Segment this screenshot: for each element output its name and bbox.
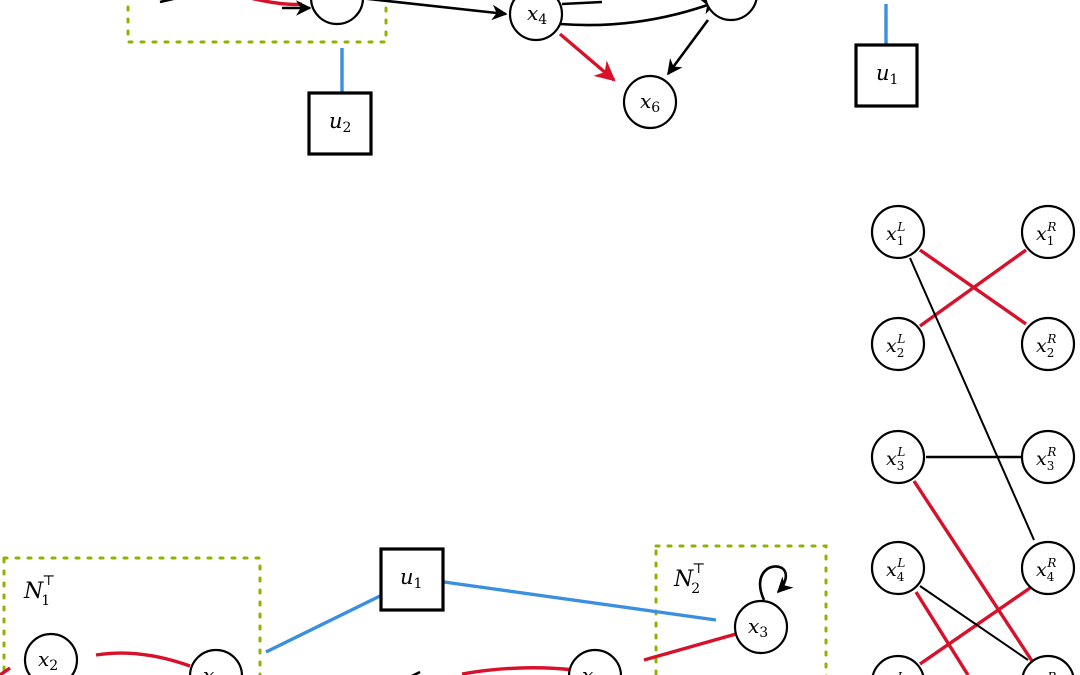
- bottom-node-x5: [567, 648, 623, 675]
- bottom-black-edge-offscreen: [411, 670, 421, 675]
- bottom-red-edge-x1-x2: [95, 651, 191, 668]
- top-edge-to-x6: [666, 19, 710, 76]
- bottom-self-loop-x3: [758, 565, 794, 601]
- bottom-arrowhead-offscreen: [465, 671, 481, 675]
- top-red-edge-x4-x6: [558, 32, 616, 82]
- top-edge-x4-upper: [561, 0, 603, 6]
- bottom-arrowhead-x5: [619, 658, 649, 668]
- bottom-red-edge-x3-x5: [643, 632, 737, 662]
- bp-node-r5: [1021, 654, 1075, 675]
- label-bp-l4: x4L: [886, 556, 905, 584]
- label-top-x6: x6: [640, 89, 660, 116]
- box-label-n2: N2⊤: [673, 561, 705, 597]
- label-bp-r5: x5R: [1036, 670, 1056, 675]
- bp-node-r1: [1020, 204, 1076, 260]
- bp-edge-l4-offscreen: [914, 591, 970, 675]
- label-bp-l3: x3L: [886, 445, 905, 473]
- bp-edge-l2-r1: [919, 248, 1027, 328]
- bp-node-r3: [1020, 429, 1076, 485]
- box-label-n1: N1⊤: [23, 573, 55, 609]
- label-top-u2: u2: [329, 109, 351, 136]
- label-bp-l1: x1L: [886, 220, 905, 248]
- label-bp-l2: x2L: [886, 332, 905, 360]
- bp-edge-l4-r5: [919, 585, 1029, 661]
- label-top-x4: x4: [527, 1, 547, 28]
- top-red-edge-offscreen: [251, 0, 303, 7]
- bp-node-r4: [1020, 540, 1076, 596]
- label-bottom-x2: x2: [38, 647, 58, 674]
- label-bp-r2: x2R: [1036, 332, 1056, 360]
- bottom-red-edge-offscreen: [461, 666, 575, 675]
- top-node-partial-center: [309, 0, 365, 26]
- label-bottom-u1: u1: [400, 565, 422, 592]
- bottom-dotted-box-n1: [2, 556, 262, 675]
- top-graph: x4 x6 u2 u1: [126, 0, 919, 156]
- bottom-node-x1: [188, 648, 244, 675]
- top-edge-to-x4: [366, 0, 508, 21]
- bp-node-l2: [870, 316, 926, 372]
- bp-node-l5: [871, 654, 925, 675]
- bottom-arrowhead-x2: [77, 653, 109, 657]
- bp-edge-l3-r5: [912, 480, 1036, 665]
- bottom-node-u1: [379, 547, 445, 612]
- bottom-arrowhead-x3: [699, 617, 735, 623]
- label-bottom-x3: x3: [748, 614, 768, 641]
- label-bp-r4: x4R: [1036, 556, 1056, 584]
- label-bp-r3: x3R: [1036, 445, 1056, 473]
- bottom-arrowhead-x1: [247, 644, 281, 662]
- top-black-edge-offscreen: [159, 0, 175, 4]
- bp-edge-l5-r4: [919, 586, 1031, 666]
- label-top-u1: u1: [876, 61, 898, 88]
- bottom-node-x3: [733, 599, 789, 655]
- label-bp-l5: x5L: [886, 670, 905, 675]
- top-node-u2: [307, 91, 373, 156]
- top-node-partial-right: [704, 0, 758, 22]
- bottom-blue-edge-u1-x1: [265, 594, 381, 654]
- bp-node-l4: [870, 540, 926, 596]
- top-node-x6: [622, 74, 678, 130]
- bottom-red-edge-left: [0, 666, 11, 675]
- top-edge-x4-to-right: [559, 0, 718, 27]
- bottom-node-x2: [23, 632, 79, 675]
- bp-node-l1: [870, 204, 926, 260]
- top-node-u1: [854, 43, 919, 108]
- bipartite-graph: x1L x2L x3L x4L x5L x1R x2R x3R x4R x5R: [870, 204, 1076, 675]
- bp-edge-l1-r4: [909, 257, 1035, 541]
- bp-node-r2: [1020, 316, 1076, 372]
- bottom-dotted-box-n2: [654, 544, 828, 675]
- bp-node-l3: [870, 429, 926, 485]
- bottom-graph: N1⊤ N2⊤ x2 x1 x3 x5 u1: [0, 544, 828, 675]
- label-bp-r1: x1R: [1036, 220, 1056, 248]
- bottom-blue-edge-u1-x3: [443, 580, 717, 622]
- top-node-x4: [508, 0, 564, 42]
